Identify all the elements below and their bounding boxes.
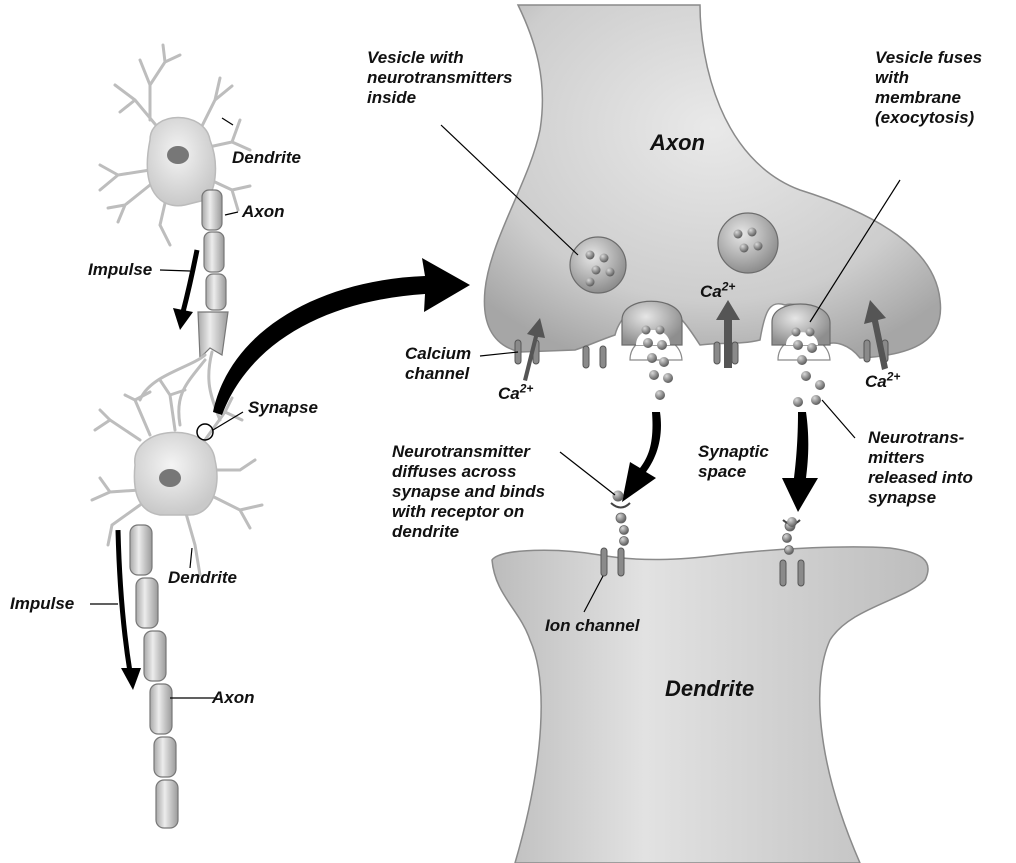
- label-impulse-top: Impulse: [88, 260, 152, 280]
- terminal-branches: [140, 352, 220, 425]
- impulse-arrow-bottom: [118, 530, 130, 672]
- vesicle-right: [718, 213, 778, 273]
- label-synapse: Synapse: [248, 398, 318, 418]
- upper-axon: [202, 190, 226, 310]
- bound-neurotransmitter: [613, 491, 624, 502]
- impulse-arrow-top: [183, 250, 197, 312]
- label-dendrite-mid: Dendrite: [168, 568, 237, 588]
- impulse-arrowhead-top: [173, 308, 193, 330]
- upper-nucleus: [167, 146, 189, 164]
- zoom-arrow: [213, 258, 470, 415]
- label-vesicle-inside: Vesicle with neurotransmitters inside: [367, 48, 512, 108]
- upper-neuron: [100, 45, 250, 425]
- lower-nucleus: [159, 469, 181, 487]
- label-neurotransmitters-released: Neurotrans- mitters released into synaps…: [868, 428, 973, 508]
- label-impulse-bottom: Impulse: [10, 594, 74, 614]
- label-ca-right: Ca2+: [865, 372, 900, 392]
- receptors: [616, 513, 795, 555]
- label-axon-bottom: Axon: [212, 688, 255, 708]
- label-axon-top: Axon: [242, 202, 285, 222]
- vesicle-left: [570, 237, 626, 293]
- label-dendrite-top: Dendrite: [232, 148, 301, 168]
- label-neurotransmitter-diffuses: Neurotransmitter diffuses across synapse…: [392, 442, 545, 542]
- postsynaptic-dendrite: [492, 547, 928, 863]
- label-axon-big: Axon: [650, 130, 705, 156]
- label-synaptic-space: Synaptic space: [698, 442, 769, 482]
- impulse-arrowhead-bottom: [121, 668, 141, 690]
- label-calcium-channel: Calcium channel: [405, 344, 471, 384]
- label-ca-middle: Ca2+: [700, 282, 735, 302]
- label-dendrite-big: Dendrite: [665, 676, 754, 702]
- label-ion-channel: Ion channel: [545, 616, 639, 636]
- label-ca-left: Ca2+: [498, 384, 533, 404]
- fusing-vesicle-left: [622, 301, 682, 345]
- fusing-vesicle-right: [772, 304, 830, 345]
- label-vesicle-fuses: Vesicle fuses with membrane (exocytosis): [875, 48, 982, 128]
